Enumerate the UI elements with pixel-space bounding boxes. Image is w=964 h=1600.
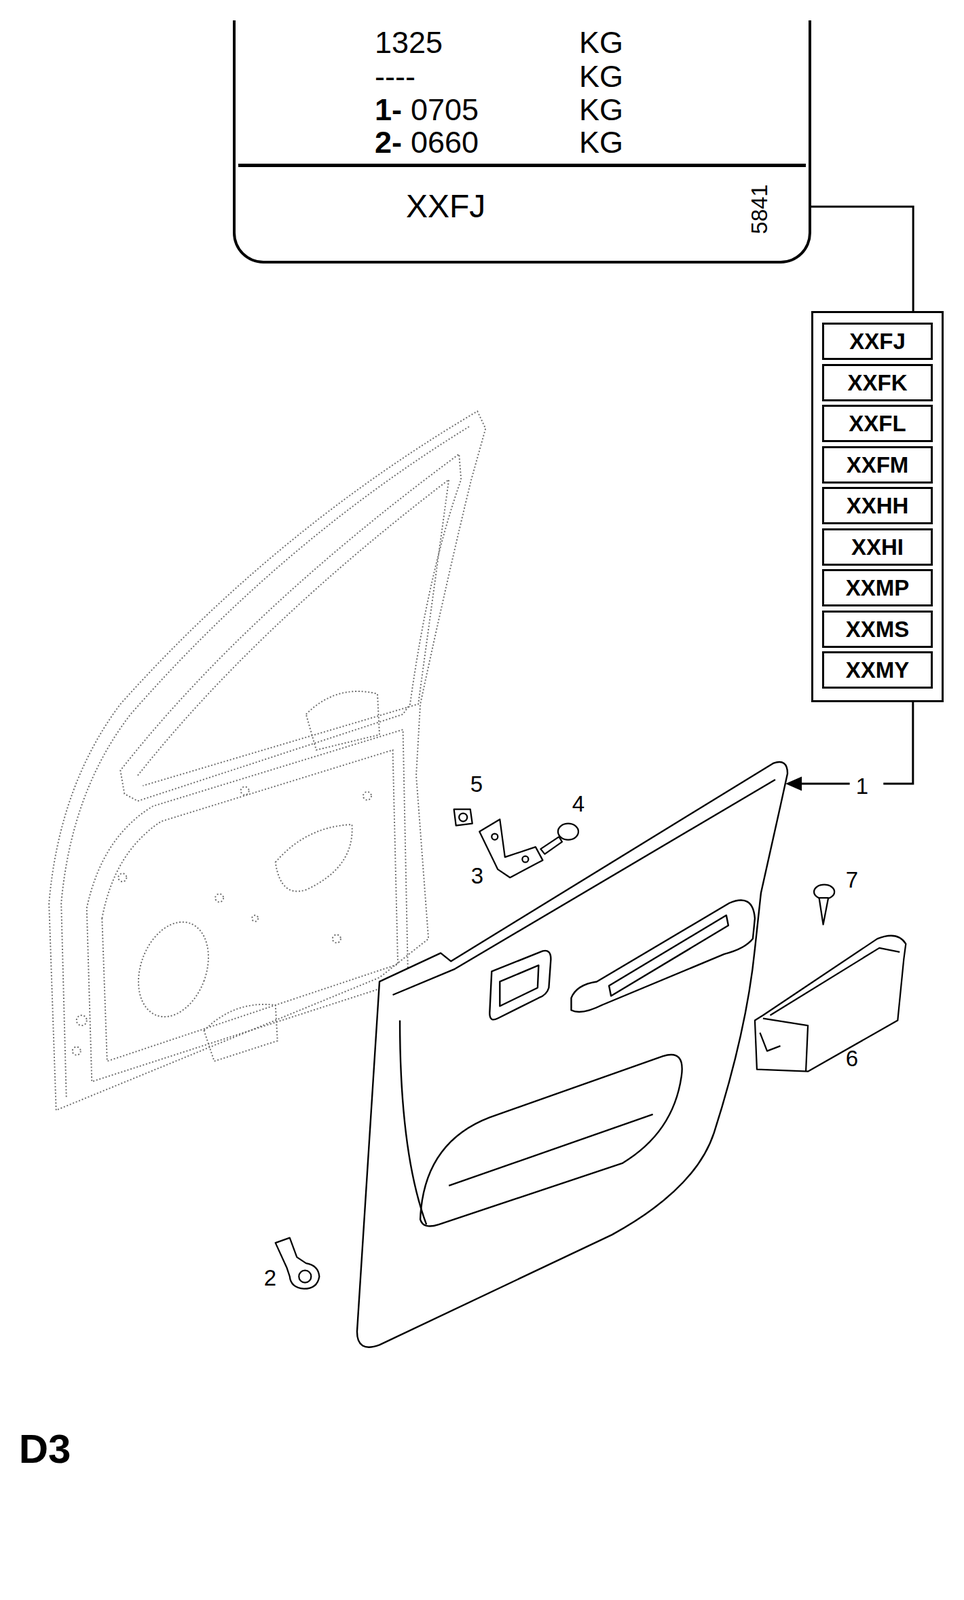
label-text: ---- — [374, 60, 416, 93]
variant-code: XXMY — [822, 651, 933, 689]
label-text: 2- — [374, 126, 402, 159]
label-text: XXFJ — [405, 189, 486, 224]
callout-number: 7 — [845, 868, 859, 891]
label-text: KG — [579, 60, 624, 93]
leader-arrowhead — [785, 775, 802, 791]
label-text: KG — [579, 26, 624, 59]
label-text: KG — [579, 93, 624, 126]
separator-rule — [238, 163, 806, 168]
variant-code: XXFM — [822, 446, 933, 484]
callout-number: 6 — [845, 1046, 859, 1070]
page-code: D3 — [19, 1428, 72, 1470]
callout-number: 5 — [470, 772, 483, 795]
label-text: KG — [579, 126, 624, 159]
label-text: 0705 — [410, 93, 479, 126]
label-text: 1325 — [374, 26, 443, 59]
callout-number: 2 — [264, 1266, 277, 1289]
fasteners — [275, 809, 907, 1289]
label-text: 1- — [374, 93, 402, 126]
label-text: 5841 — [748, 181, 772, 237]
callout-number: 1 — [856, 774, 869, 797]
variant-code: XXFK — [822, 363, 933, 402]
variant-code-list: XXFJXXFKXXFL XXFMXXHHXXHIXXMPXXMSXXMY — [811, 310, 944, 702]
variant-code: XXFL — [822, 404, 933, 442]
callout-number: 3 — [471, 864, 484, 887]
variant-code: XXFJ — [822, 322, 933, 360]
variant-code: XXHH — [822, 486, 933, 525]
door-trim-panel — [357, 761, 788, 1347]
variant-code: XXMS — [822, 610, 933, 648]
label-text: 0660 — [410, 126, 479, 159]
leader-line — [797, 701, 914, 784]
weight-label-box: 1325KG----KG1-0705KG2-0660KGXXFJ5841 — [232, 20, 812, 264]
callout-number: 4 — [572, 792, 585, 815]
variant-code: XXHI — [822, 528, 933, 566]
variant-code: XXMP — [822, 568, 933, 607]
